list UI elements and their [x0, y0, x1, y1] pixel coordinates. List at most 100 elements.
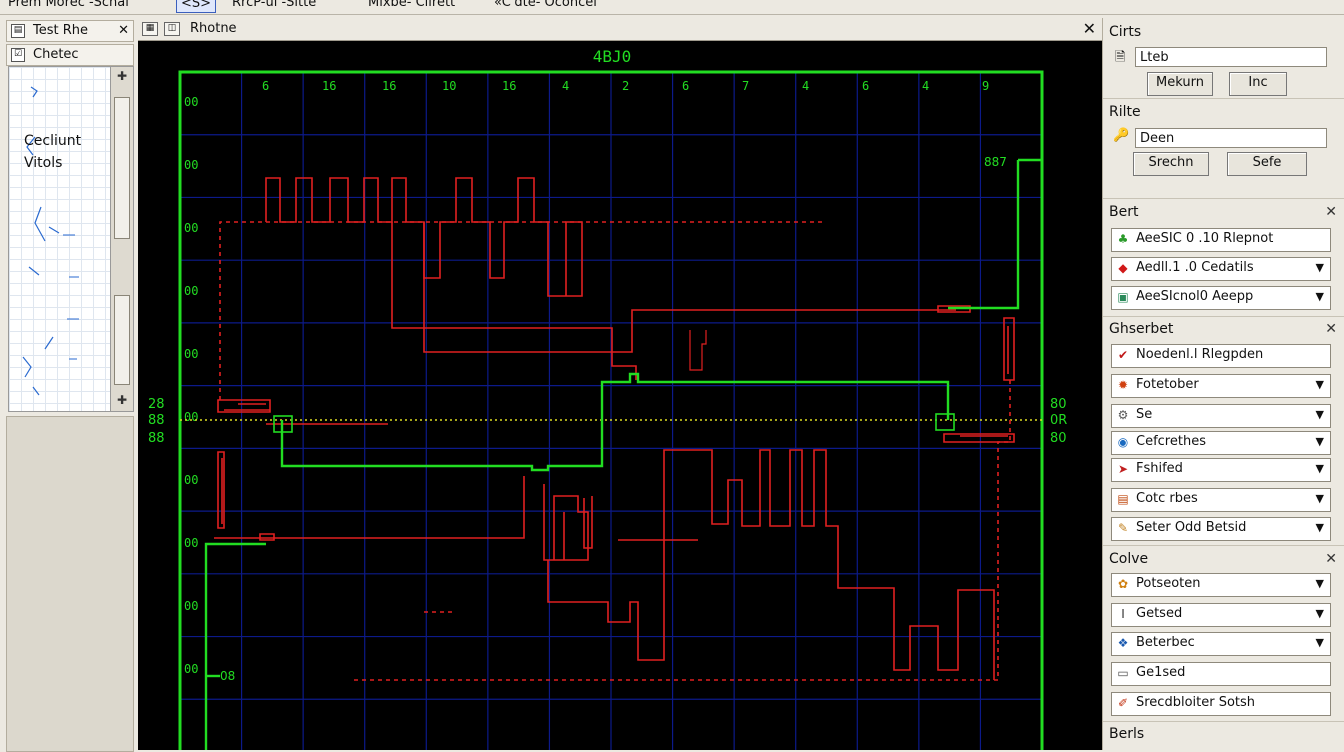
flame-icon: ✹ [1117, 378, 1129, 392]
separator [1103, 198, 1344, 199]
chevron-down-icon[interactable]: ▼ [1315, 290, 1324, 303]
bert-item[interactable]: ♣ AeeSIC 0 .10 Rlepnot [1111, 228, 1331, 252]
scroll-thumb[interactable] [114, 295, 130, 385]
chevron-down-icon[interactable]: ▼ [1315, 492, 1324, 505]
plus-icon[interactable]: ✚ [116, 69, 128, 83]
chevron-down-icon[interactable]: ▼ [1315, 435, 1324, 448]
left-mark: 28 [148, 397, 165, 412]
ghserbet-item[interactable]: ▤ Cotc rbes ▼ [1111, 488, 1331, 512]
colve-item[interactable]: ❖ Beterbec ▼ [1111, 632, 1331, 656]
close-icon[interactable]: ✕ [118, 23, 129, 38]
scope-top-label: 4BJ0 [593, 47, 632, 66]
section-bert-header: Bert ✕ [1109, 202, 1341, 222]
close-icon[interactable]: ✕ [1325, 204, 1337, 220]
x-tick-label: 10 [442, 79, 456, 93]
left-bottom-pane [6, 416, 134, 752]
folder-icon: ▭ [1117, 666, 1129, 680]
chevron-down-icon[interactable]: ▼ [1315, 261, 1324, 274]
window-icon[interactable]: ◫ [164, 22, 180, 36]
left-tab-header[interactable]: ▤ Test Rhe ✕ [6, 20, 134, 42]
y-tick-label: 00 [184, 158, 198, 172]
colve-item[interactable]: Ⅰ Getsed ▼ [1111, 603, 1331, 627]
colve-item[interactable]: ✐ Srecdbloiter Sotsh [1111, 692, 1331, 716]
ghserbet-item[interactable]: ✎ Seter Odd Betsid ▼ [1111, 517, 1331, 541]
chevron-down-icon[interactable]: ▼ [1315, 577, 1324, 590]
chevron-down-icon[interactable]: ▼ [1315, 521, 1324, 534]
y-tick-label: 00 [184, 662, 198, 676]
y-tick-label: 00 [184, 95, 198, 109]
y-tick-label: 00 [184, 347, 198, 361]
plot-frame [178, 70, 1044, 750]
colve-item[interactable]: ✿ Potseoten ▼ [1111, 573, 1331, 597]
preview-scrollbar[interactable]: ✚ ✚ [110, 66, 134, 412]
colve-item-label: Potseoten [1136, 576, 1201, 591]
ghserbet-item[interactable]: ✔ Noedenl.l Rlegpden [1111, 344, 1331, 368]
plus-icon[interactable]: ✚ [116, 393, 128, 407]
section-ghserbet-header: Ghserbet ✕ [1109, 319, 1341, 339]
ghserbet-item[interactable]: ⚙ Se ▼ [1111, 404, 1331, 428]
menu-bar: Prem Morec -Schal <S> RrcP-ul -Sitte Mix… [0, 0, 1344, 15]
search-button[interactable]: Srechn [1133, 152, 1209, 176]
cirts-input[interactable]: Lteb [1135, 47, 1327, 67]
preview-canvas[interactable] [8, 66, 112, 412]
close-icon[interactable]: ✕ [1082, 19, 1096, 38]
close-icon[interactable]: ✕ [1325, 321, 1337, 337]
ghserbet-item-label: Cefcrethes [1136, 434, 1206, 449]
mekurn-button[interactable]: Mekurn [1147, 72, 1213, 96]
colve-item-label: Srecdbloiter Sotsh [1136, 695, 1256, 710]
bert-item-label: Aedll.1 .0 Cedatils [1136, 260, 1254, 275]
scroll-thumb[interactable] [114, 97, 130, 239]
chevron-down-icon[interactable]: ▼ [1315, 462, 1324, 475]
menu-item-view[interactable]: Mixbe- Clirett [368, 0, 456, 10]
palette-icon: ✿ [1117, 577, 1129, 591]
grid-icon[interactable]: ▦ [142, 22, 158, 36]
left-tab-label: Test Rhe [33, 23, 89, 38]
y-tick-label: 00 [184, 599, 198, 613]
section-title: Bert [1109, 204, 1139, 220]
right-mark: 0R [1050, 413, 1067, 428]
inc-button[interactable]: Inc [1229, 72, 1287, 96]
ghserbet-item[interactable]: ◉ Cefcrethes ▼ [1111, 431, 1331, 455]
section-rilte-header: Rilte [1109, 102, 1341, 122]
separator [1103, 721, 1344, 722]
close-icon[interactable]: ✕ [1325, 551, 1337, 567]
chevron-down-icon[interactable]: ▼ [1315, 607, 1324, 620]
scope-titlebar: ▦ ◫ Rhotne ✕ [138, 18, 1102, 41]
x-tick-label: 16 [322, 79, 336, 93]
ghserbet-item-label: Seter Odd Betsid [1136, 520, 1247, 535]
bert-item[interactable]: ▣ AeeSIcnol0 Aeepp ▼ [1111, 286, 1331, 310]
bert-item[interactable]: ◆ Aedll.1 .0 Cedatils ▼ [1111, 257, 1331, 281]
save-button[interactable]: Sefe [1227, 152, 1307, 176]
left-panel: ▤ Test Rhe ✕ ☑ Chetec Cecliunt Vitols ✚ … [0, 18, 136, 752]
leaf-icon: ♣ [1117, 232, 1129, 246]
y-tick-label: 00 [184, 536, 198, 550]
colve-item-label: Ge1sed [1136, 665, 1186, 680]
ghserbet-item[interactable]: ➤ Fshifed ▼ [1111, 458, 1331, 482]
section-title: Rilte [1109, 104, 1141, 120]
checker-tab-header[interactable]: ☑ Chetec [6, 44, 134, 66]
bert-item-label: AeeSIcnol0 Aeepp [1136, 289, 1254, 304]
section-title: Ghserbet [1109, 321, 1174, 337]
y-tick-label: 00 [184, 284, 198, 298]
colve-item[interactable]: ▭ Ge1sed [1111, 662, 1331, 686]
chevron-down-icon[interactable]: ▼ [1315, 378, 1324, 391]
red-trace [214, 177, 1015, 681]
rilte-input[interactable]: Deen [1135, 128, 1327, 148]
image-icon: ▤ [1117, 492, 1129, 506]
menu-item-selected[interactable]: <S> [176, 0, 217, 13]
menu-item-tools[interactable]: «C'dte- Oconcel [494, 0, 597, 10]
ghserbet-item[interactable]: ✹ Fotetober ▼ [1111, 374, 1331, 398]
menu-item-file[interactable]: Prem Morec -Schal [8, 0, 129, 10]
pencil-icon: ✎ [1117, 521, 1129, 535]
left-mark: 88 [148, 413, 165, 428]
bottom-label: 08 [220, 669, 235, 683]
chevron-down-icon[interactable]: ▼ [1315, 636, 1324, 649]
x-tick-label: 4 [922, 79, 929, 93]
chevron-down-icon[interactable]: ▼ [1315, 408, 1324, 421]
ghserbet-item-label: Cotc rbes [1136, 491, 1198, 506]
bert-item-label: AeeSIC 0 .10 Rlepnot [1136, 231, 1274, 246]
preview-line: Cecliunt [24, 133, 82, 149]
menu-item-edit[interactable]: RrcP-ul -Sitte [232, 0, 317, 10]
brush-icon: ✐ [1117, 696, 1129, 710]
